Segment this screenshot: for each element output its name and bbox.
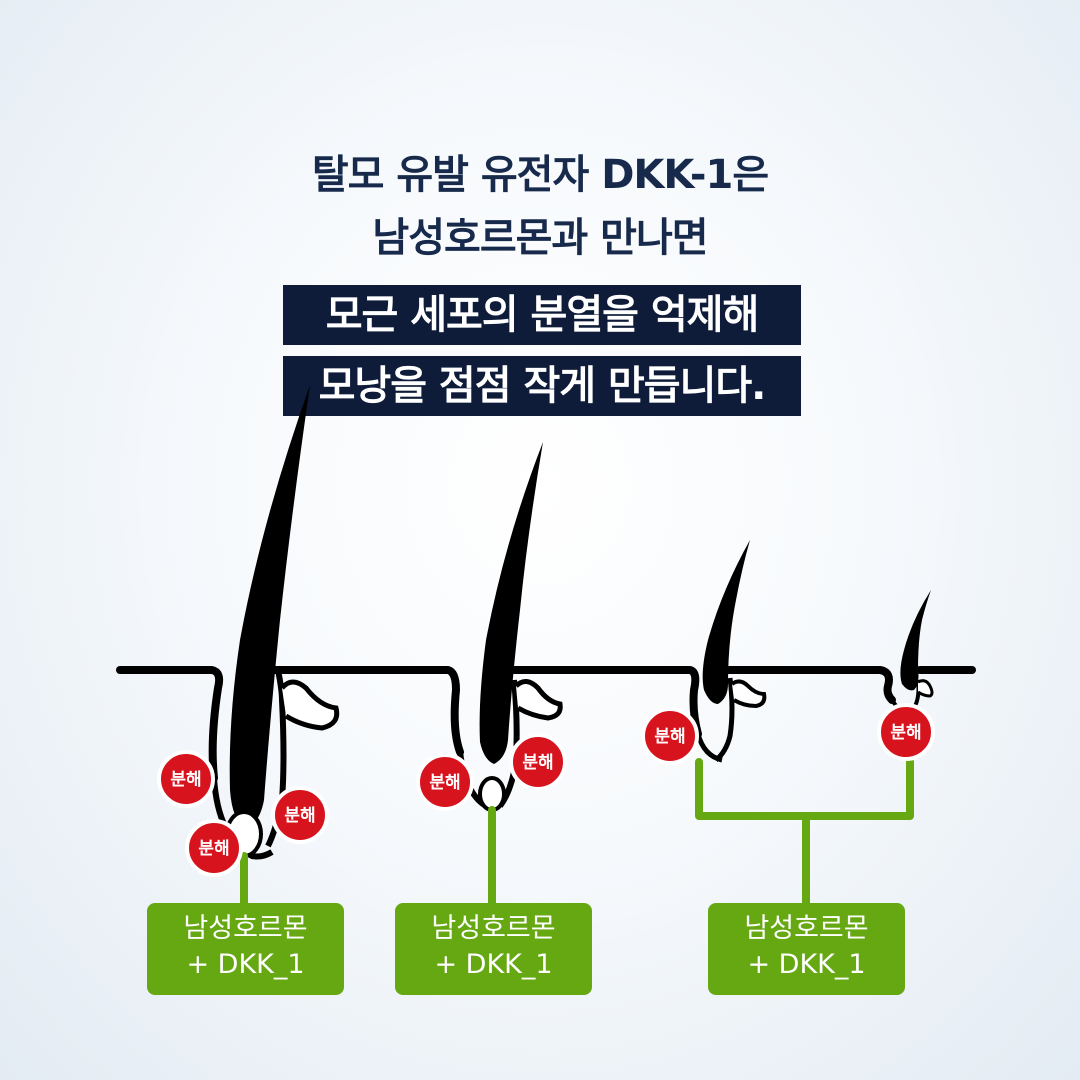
badge-breakdown-4: 분해 [416,753,474,811]
svg-text:분해: 분해 [522,753,553,773]
badge-breakdown-2: 분해 [271,786,329,844]
svg-text:분해: 분해 [429,773,460,793]
dkk-label: + DKK_1 [434,949,553,980]
svg-text:분해: 분해 [654,727,685,747]
hormone-label: 남성호르몬 [744,913,869,944]
hair-strand-medium [479,442,543,764]
svg-text:분해: 분해 [170,770,201,790]
sebaceous-gland-1 [280,679,340,731]
badge-breakdown-3: 분해 [185,819,243,877]
headline-line-1: 탈모 유발 유전자 DKK-1은 [311,152,769,198]
badge-breakdown-5: 분해 [509,733,567,791]
dkk-label: + DKK_1 [186,949,305,980]
headline-line-3: 모근 세포의 분열을 억제해 [283,285,801,345]
hormone-dkk-box-1: 남성호르몬 + DKK_1 [147,903,344,995]
hair-strand-tiny [900,590,931,691]
hormone-dkk-box-2: 남성호르몬 + DKK_1 [395,903,592,995]
badge-breakdown-6: 분해 [641,707,699,765]
green-connectors [240,758,914,909]
follicle-large [211,385,340,860]
hair-strand-large [229,385,310,830]
headline-line-4: 모낭을 점점 작게 만듭니다. [283,356,801,416]
svg-text:분해: 분해 [198,839,229,859]
dkk-label: + DKK_1 [747,949,866,980]
hormone-label: 남성호르몬 [183,913,308,944]
sebaceous-gland-4 [917,679,934,698]
sebaceous-gland-2 [514,679,563,721]
hormone-label: 남성호르몬 [431,913,556,944]
follicle-medium [457,442,563,812]
hormone-dkk-box-3: 남성호르몬 + DKK_1 [708,903,905,995]
badge-breakdown-7: 분해 [877,703,935,761]
skin-surface [116,666,976,782]
follicle-tiny [890,590,934,714]
badge-breakdown-1: 분해 [157,750,215,808]
headline-line-2: 남성호르몬과 만나면 [372,215,708,261]
hair-strand-small [702,540,750,704]
sebaceous-gland-3 [730,679,767,709]
svg-text:분해: 분해 [890,723,921,743]
svg-text:분해: 분해 [284,806,315,826]
follicle-small [695,540,767,763]
